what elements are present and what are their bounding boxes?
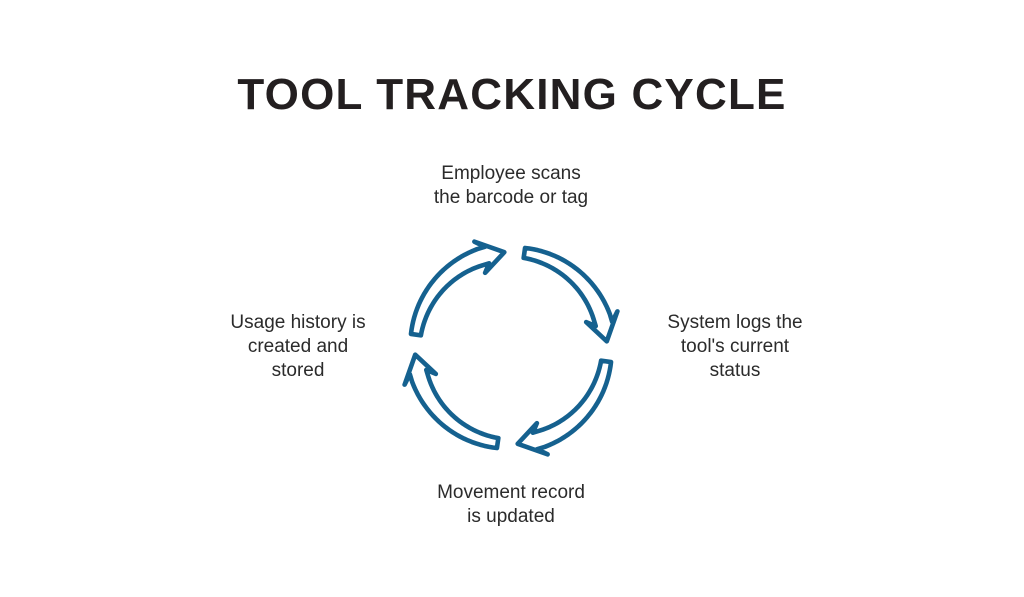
step-2-line-2: tool's current (680, 336, 790, 357)
cycle-arrow-top-right (521, 245, 620, 344)
step-3-line-1: Movement record (437, 482, 585, 503)
cycle-arrow-bottom-right (515, 358, 614, 457)
cycle-step-label-bottom: Movement record is updated (391, 481, 631, 529)
step-4-line-2: created and (247, 336, 349, 357)
cycle-arrow-bottom-left (402, 352, 501, 451)
cycle-step-label-left: Usage history is created and stored (213, 311, 383, 383)
cycle-step-label-top: Employee scans the barcode or tag (391, 162, 631, 210)
step-3-line-2: is updated (467, 506, 555, 527)
page-title: TOOL TRACKING CYCLE (237, 70, 787, 119)
step-2-line-1: System logs the (667, 312, 803, 333)
step-4-line-3: stored (271, 360, 325, 381)
step-1-line-1: Employee scans (441, 163, 581, 184)
cycle-step-label-right: System logs the tool's current status (650, 311, 820, 383)
step-1-line-2: the barcode or tag (433, 187, 589, 208)
step-2-line-3: status (709, 360, 761, 381)
step-4-line-1: Usage history is (230, 312, 366, 333)
cycle-arrow-top-left (408, 239, 507, 338)
